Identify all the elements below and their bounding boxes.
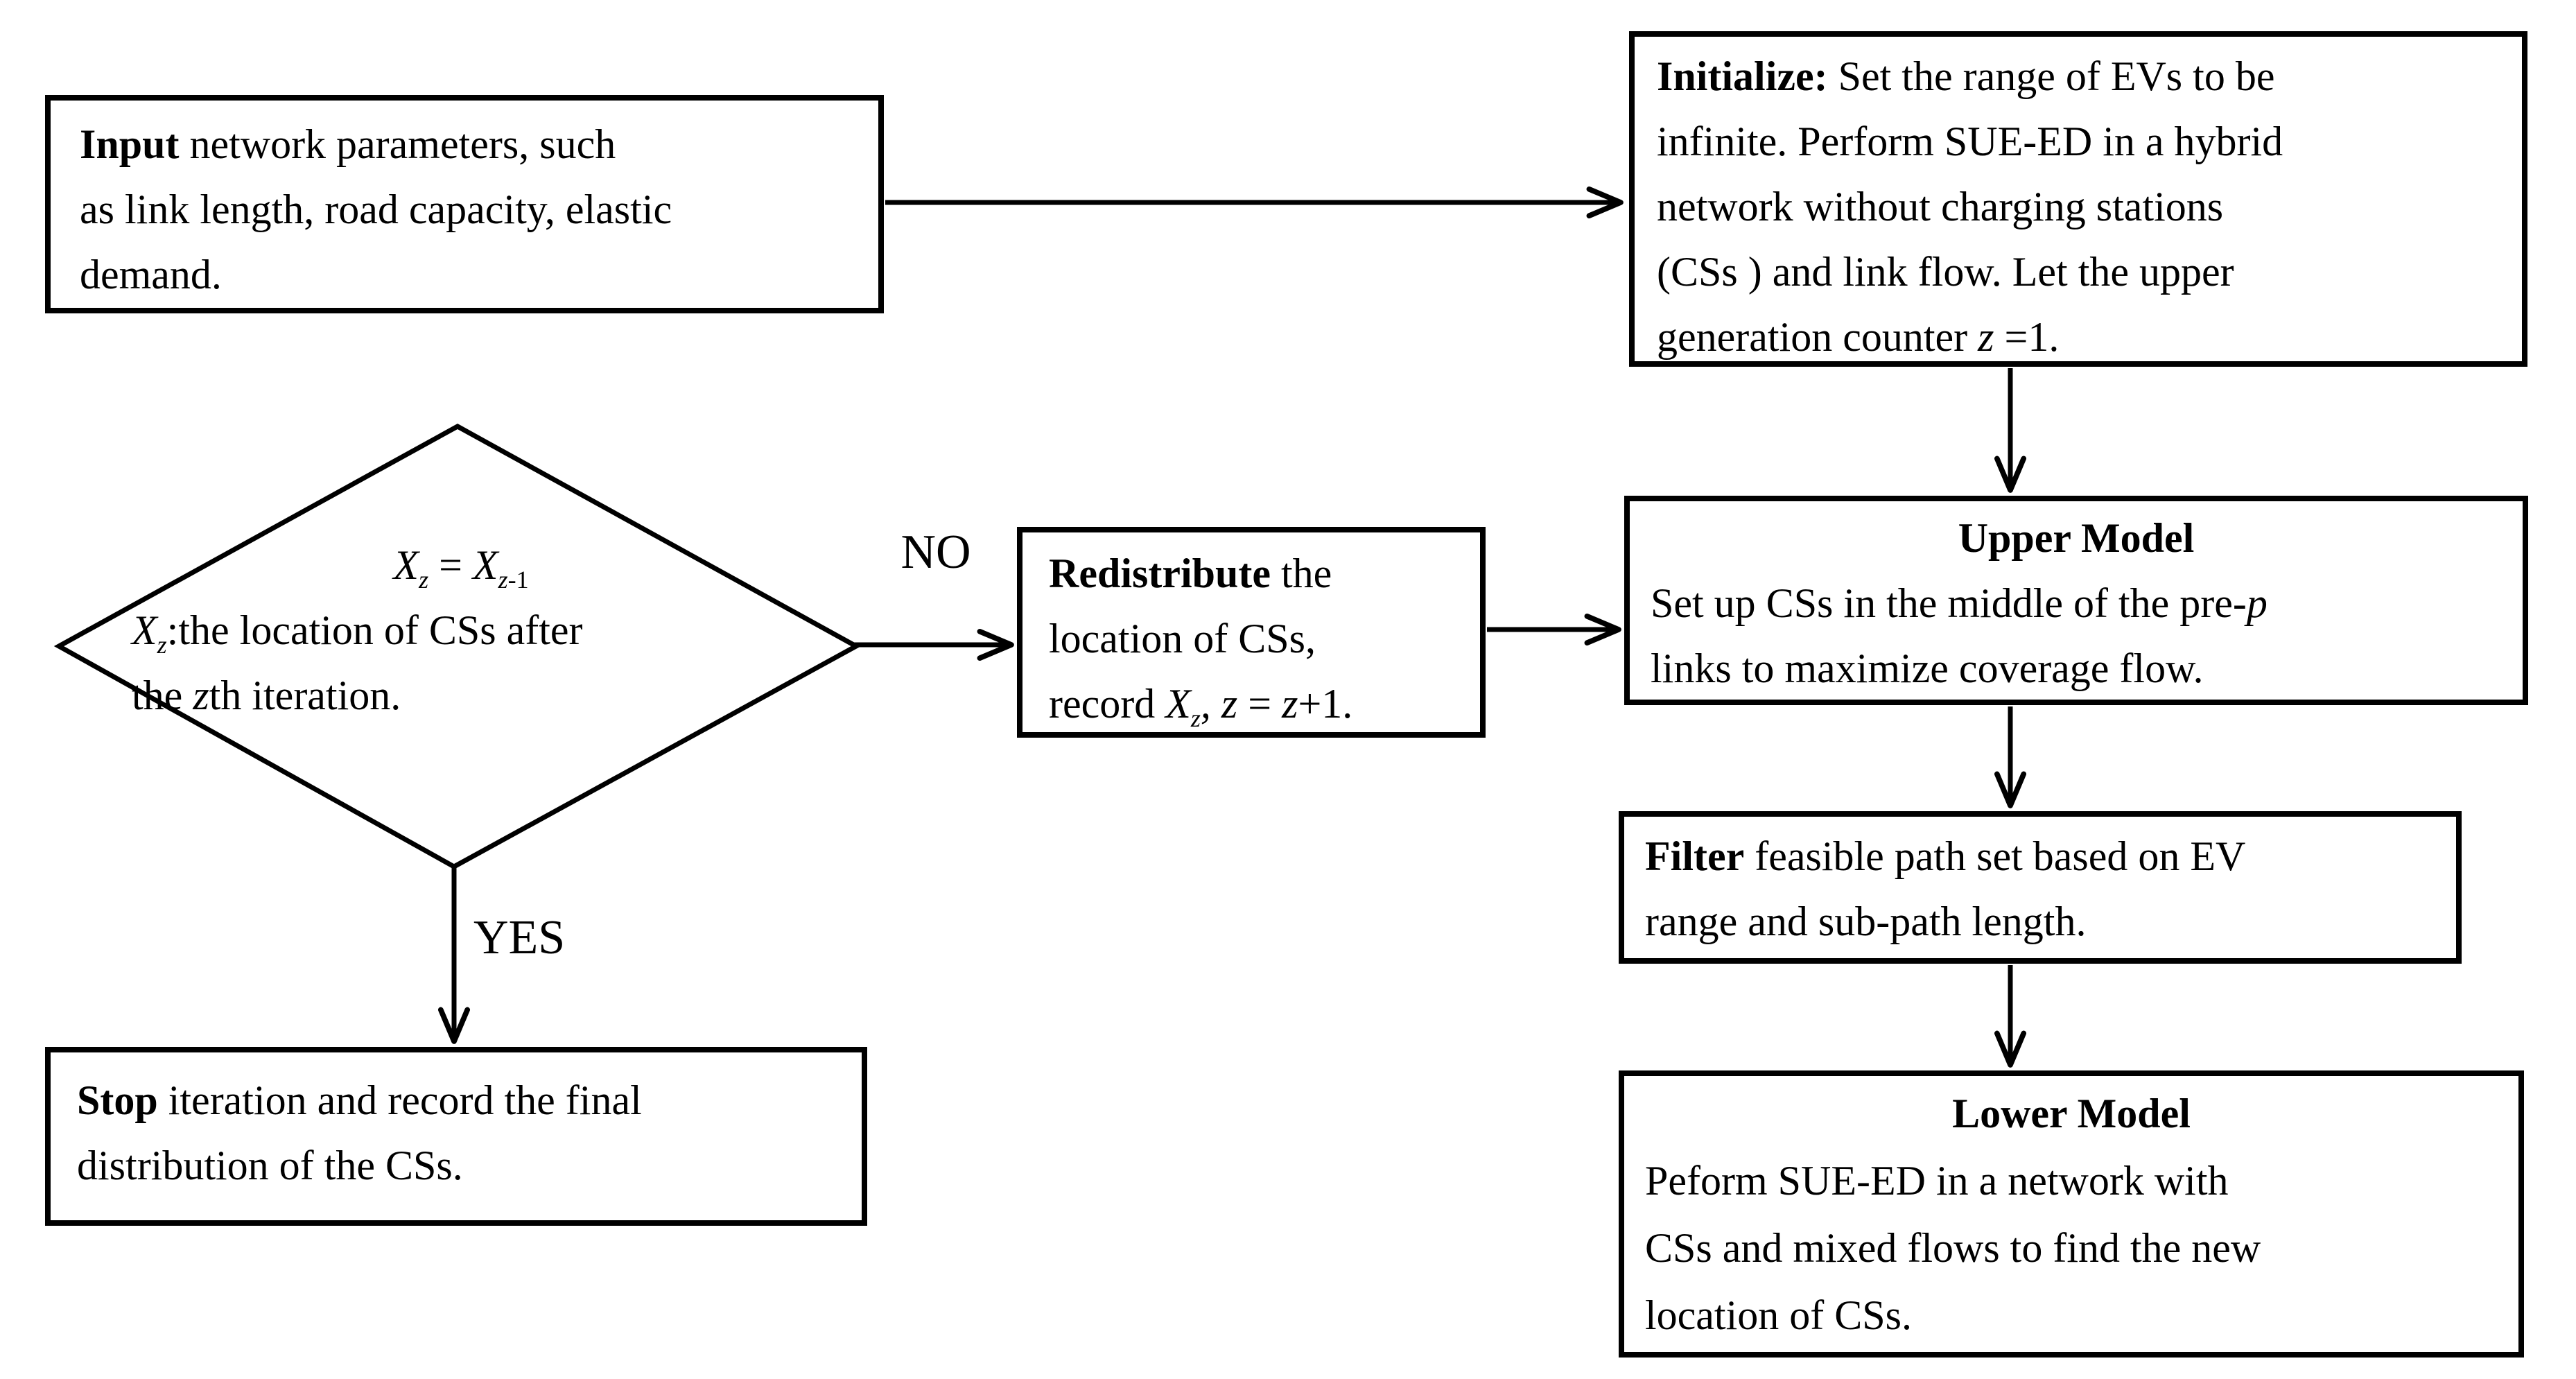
edge-label-no: NO — [900, 526, 971, 579]
decision-diamond-shape — [53, 424, 862, 869]
edge-label-yes: YES — [473, 911, 566, 964]
